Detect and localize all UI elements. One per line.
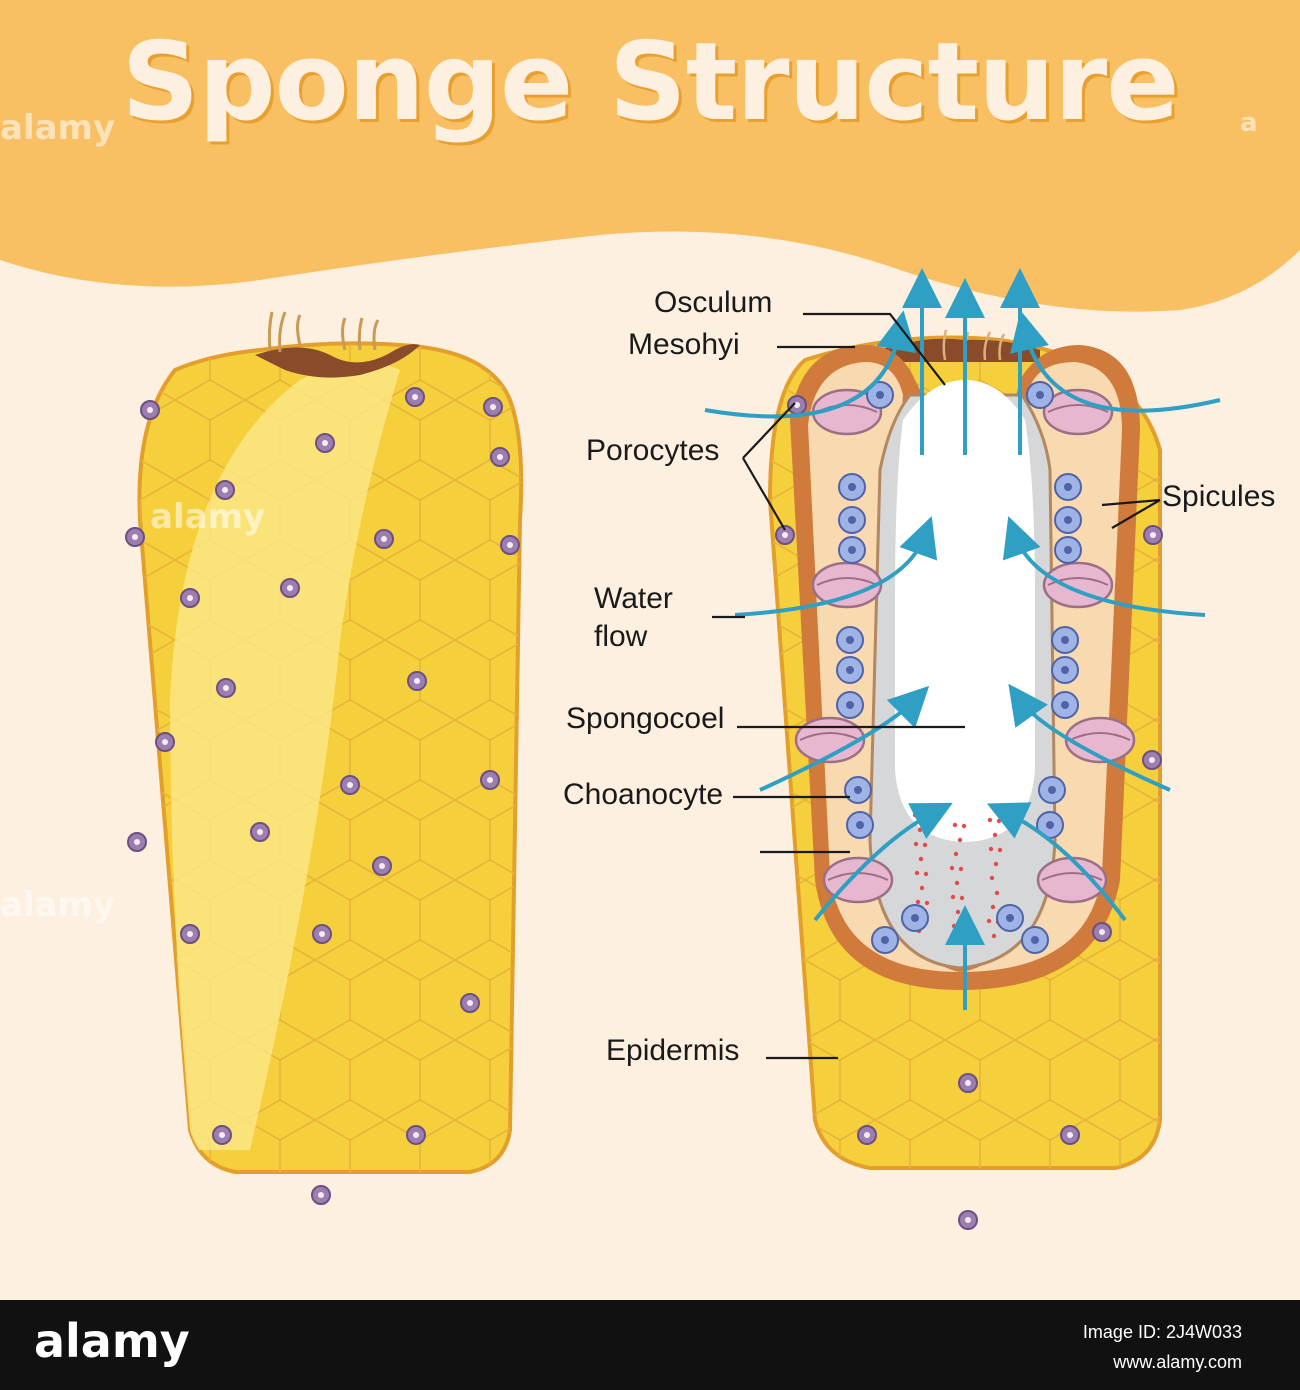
water-arrow [704, 310, 917, 419]
label-osculum: Osculum [654, 286, 773, 319]
leader-line [1101, 498, 1161, 507]
pore-cells [125, 387, 520, 1205]
particle [956, 938, 962, 944]
label-porocytes: Porocytes [586, 434, 720, 467]
watermark-left: alamy [0, 108, 116, 148]
water-arrow [759, 685, 930, 792]
particle [912, 812, 918, 818]
sponge-cross-section [704, 268, 1221, 1230]
particle [961, 823, 967, 829]
particle [986, 918, 992, 924]
particle [997, 847, 1003, 853]
leader-line [803, 312, 946, 386]
water-arrow [986, 802, 1127, 922]
sponge-diagram [0, 0, 1300, 1230]
page-title: Sponge Structure [121, 20, 1180, 145]
watermark-center: alamy [150, 497, 266, 537]
porocyte [1036, 856, 1108, 904]
particle [959, 895, 965, 901]
label-water-flow-2: flow [594, 620, 648, 653]
porocyte [1064, 716, 1136, 764]
choanocyte-cells [836, 381, 1082, 954]
particle [994, 890, 1000, 896]
label-mesohyl: Mesohyi [628, 328, 740, 361]
footer-site: www.alamy.com [1113, 1352, 1242, 1372]
label-spicules: Spicules [1162, 480, 1276, 513]
particle [949, 865, 955, 871]
particle [952, 822, 958, 828]
label-epidermis: Epidermis [606, 1034, 740, 1067]
particle [913, 841, 919, 847]
particle [992, 832, 998, 838]
particle [989, 875, 995, 881]
porocyte [1042, 388, 1114, 436]
label-water-flow-1: Water [594, 582, 673, 615]
diagram-stage: Sponge Structure Osculum Mesohyi Porocyt… [0, 0, 1300, 1230]
particle [923, 871, 929, 877]
particle [918, 856, 924, 862]
leader-line [742, 457, 786, 531]
particle [996, 818, 1002, 824]
porocyte-cells [794, 388, 1136, 904]
particle [991, 933, 997, 939]
label-spongocoel: Spongocoel [566, 702, 725, 735]
footer-bar: alamy Image ID: 2J4W033 www.alamy.com [0, 1300, 1300, 1390]
surface-pores [775, 395, 1163, 1230]
leader-lines [712, 312, 1161, 1060]
water-arrow [1002, 516, 1206, 617]
particle [924, 900, 930, 906]
particle [958, 866, 964, 872]
particle [953, 851, 959, 857]
particle [987, 817, 993, 823]
osculum-rim [255, 344, 420, 378]
sponge-exterior [125, 311, 524, 1205]
particle [915, 899, 921, 905]
water-arrow [1009, 310, 1221, 413]
particle [919, 885, 925, 891]
particle [957, 837, 963, 843]
porocyte [811, 561, 883, 609]
leader-line [742, 402, 796, 459]
porocyte [794, 716, 866, 764]
particle [917, 827, 923, 833]
particle [950, 894, 956, 900]
water-arrow [1008, 683, 1171, 792]
particle [990, 904, 996, 910]
particle [954, 880, 960, 886]
label-choanocyte: Choanocyte [563, 778, 724, 811]
particle [993, 861, 999, 867]
particle [951, 923, 957, 929]
water-flow-arrows [704, 268, 1221, 1010]
particle [914, 870, 920, 876]
footer-brand: alamy [34, 1314, 190, 1368]
watermark-corner: a [1240, 108, 1258, 138]
water-arrow [813, 802, 953, 922]
water-arrow [734, 516, 938, 617]
particle [988, 846, 994, 852]
title-banner [0, 0, 1300, 312]
particle [955, 909, 961, 915]
osculum-cilia [267, 311, 380, 353]
watermark-left-lower: alamy [0, 885, 116, 925]
leader-line [1111, 499, 1161, 529]
particle [922, 842, 928, 848]
footer-image-id: Image ID: 2J4W033 [1082, 1322, 1242, 1342]
